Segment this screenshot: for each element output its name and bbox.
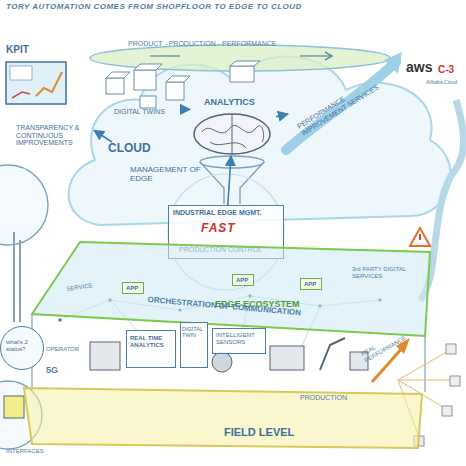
- machines: [270, 346, 304, 370]
- product-cycle-ellipse: [325, 52, 332, 60]
- annotation-label: aws: [406, 60, 436, 75]
- side-circle: [0, 165, 48, 245]
- digital-twin-cubes: [140, 96, 156, 108]
- machines: [90, 342, 120, 370]
- cockpit-screen: [6, 62, 66, 104]
- performance-services: PERFORMANCE IMPROVEMENT SERVICES: [288, 72, 388, 132]
- analytics-funnel: [200, 162, 264, 204]
- analytics-brain: [232, 114, 233, 154]
- field-level-band: FIELD LEVEL: [24, 388, 424, 452]
- annotation-label: C-3: [438, 64, 464, 75]
- node-text: what's 2 status?: [6, 339, 40, 352]
- annotation-label: OPERATOR: [46, 346, 96, 353]
- field-level-band-outline: [24, 388, 424, 452]
- analytics-brain: ANALYTICS: [190, 98, 276, 156]
- node-text: PERFORMANCE IMPROVEMENT SERVICES: [296, 75, 382, 137]
- digital-twin-cubes: [230, 66, 254, 82]
- operator-screen: [4, 396, 24, 418]
- flow-arrow: [94, 130, 112, 142]
- app-tile: APP: [232, 274, 254, 286]
- status-bubble: what's 2 status?: [0, 326, 44, 370]
- analytics-brain: [202, 125, 264, 148]
- analytics-brain: [194, 114, 270, 154]
- cockpit-screen: [12, 92, 30, 98]
- side-circle: [0, 165, 48, 245]
- node-text: MANAGEMENT OF EDGE: [130, 166, 202, 184]
- node-text: TRANSPARENCY & CONTINUOUS IMPROVEMENTS: [16, 124, 94, 147]
- edge-ecosystem-platform-shape: [32, 242, 430, 336]
- cloud-outline: [69, 57, 451, 225]
- chimney-lines: [14, 232, 20, 322]
- flow-arrow: [276, 114, 288, 117]
- chimney-lines: [14, 232, 20, 322]
- analytics-funnel: [200, 156, 264, 204]
- analytics-funnel: [200, 156, 264, 168]
- product-cycle-ellipse: [150, 55, 330, 56]
- field-devices: [450, 376, 460, 386]
- analytics-brain: [194, 114, 270, 154]
- digital-twin-cubes: [134, 70, 156, 90]
- annotation-label: 5G: [46, 366, 66, 376]
- analytics-box: REAL TIME ANALYTICS: [126, 330, 176, 368]
- machines: [320, 338, 345, 370]
- field-devices: [442, 406, 452, 416]
- node-text: KPIT: [6, 44, 76, 55]
- diagram-title: TORY AUTOMATION COMES FROM SHOPFLOOR TO …: [6, 3, 456, 12]
- app-tile: APP: [122, 282, 144, 294]
- digital-twins-group: DIGITAL TWINS: [100, 62, 190, 120]
- digital-twin-cubes: [106, 78, 124, 94]
- cockpit-screen: [36, 72, 62, 96]
- node-text: CLOUD: [108, 142, 168, 155]
- node-text: DIGITAL TWIN: [182, 326, 208, 338]
- node-text: APP: [126, 285, 144, 292]
- annotation-label: PRODUCT - PRODUCTION - PERFORMANCE: [128, 40, 358, 48]
- annotation-label: 3rd PARTY DIGITAL SERVICES: [352, 266, 412, 279]
- cloud-label: CLOUD MANAGEMENT OF EDGE: [108, 142, 204, 200]
- network-mesh: [58, 318, 62, 322]
- cockpit-screen: [6, 62, 66, 104]
- app-tile: APP: [300, 278, 322, 290]
- digital-twin-box: DIGITAL TWIN: [180, 322, 208, 368]
- warning-sign: [410, 228, 430, 246]
- node-text: FAST: [201, 222, 257, 235]
- node-text: DIGITAL TWINS: [114, 108, 188, 116]
- cockpit-screen: [10, 66, 32, 80]
- field-devices: [446, 344, 456, 354]
- annotation-label: INTERFACES: [6, 448, 66, 455]
- flow-arrow: [228, 156, 231, 205]
- annotation-label: PRODUCTION: [300, 394, 360, 402]
- node-text: INDUSTRIAL EDGE MGMT.: [173, 209, 281, 217]
- performance-arrow: [384, 52, 402, 74]
- performance-arrow: [286, 62, 396, 150]
- warning-sign: [419, 234, 421, 240]
- node-text: INTELLIGENT SENSORS: [216, 332, 264, 345]
- digital-twin-cubes: [166, 76, 190, 82]
- node-text: FIELD LEVEL: [224, 426, 334, 438]
- node-text: APP: [304, 281, 322, 288]
- digital-twin-cubes: [166, 82, 184, 100]
- machines: [212, 352, 232, 372]
- digital-twin-cubes: [106, 72, 130, 78]
- warning-sign: [410, 228, 430, 246]
- sensor-box: INTELLIGENT SENSORS: [212, 328, 266, 354]
- annotation-label: Alibaba Cloud: [426, 80, 466, 86]
- node-text: ANALYTICS: [204, 98, 270, 108]
- performance-arrow: [286, 52, 402, 150]
- node-text: APP: [236, 277, 254, 284]
- digital-twin-cubes: [230, 61, 260, 66]
- cockpit-panel: KPIT TRANSPARENCY & CONTINUOUS IMPROVEMEN…: [2, 44, 94, 156]
- node-text: REAL TIME ANALYTICS: [130, 335, 174, 348]
- cloud-outline: [69, 57, 451, 225]
- field-level-band-shape: [24, 388, 422, 448]
- digital-twin-cubes: [134, 64, 162, 70]
